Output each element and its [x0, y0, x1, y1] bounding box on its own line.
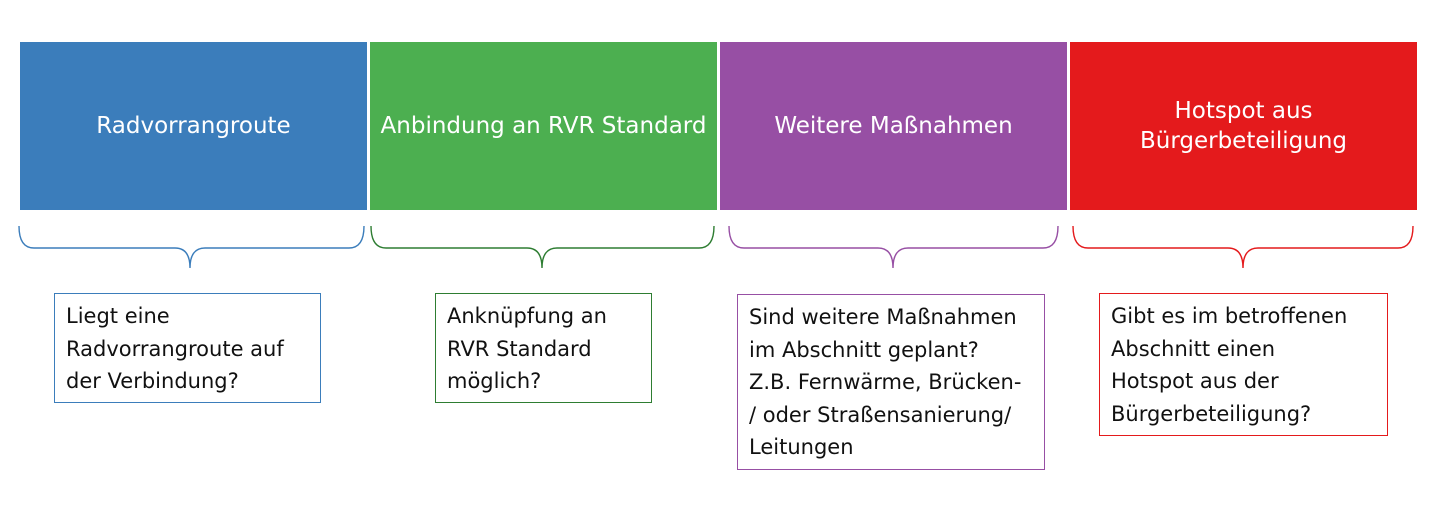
curly-brace-red — [1072, 225, 1414, 269]
header-label: Anbindung an RVR Standard — [381, 111, 707, 141]
curly-brace-purple — [728, 225, 1059, 269]
header-line: Hotspot aus — [1174, 98, 1313, 124]
description-line: Liegt eine — [66, 304, 170, 328]
header-line: Anbindung an RVR Standard — [380, 113, 707, 139]
header-box-radvorrangroute: Radvorrangroute — [20, 42, 367, 210]
description-box-hotspot: Gibt es im betroffenen Abschnitt einen H… — [1099, 293, 1388, 436]
description-line: Z.B. Fernwärme, Brücken- — [749, 370, 1022, 394]
description-line: Leitungen — [749, 435, 854, 459]
description-line: im Abschnitt geplant? — [749, 337, 979, 362]
header-line: Bürgerbeteiligung — [1139, 128, 1348, 154]
description-line: RVR Standard — [447, 336, 592, 361]
description-line: Sind weitere Maßnahmen — [749, 305, 1017, 329]
description-line: Radvorrangroute auf — [66, 336, 284, 361]
header-line: Radvorrangroute — [96, 113, 291, 139]
curly-brace-green — [370, 225, 715, 269]
header-line: Weitere Maßnahmen — [774, 113, 1013, 139]
header-box-hotspot: Hotspot aus Bürgerbeteiligung — [1070, 42, 1417, 210]
curly-brace-blue — [18, 225, 365, 269]
description-line: / oder Straßensanierung/ — [749, 402, 1012, 427]
header-label: Weitere Maßnahmen — [774, 111, 1012, 141]
header-label: Hotspot aus Bürgerbeteiligung — [1140, 96, 1347, 156]
header-label: Radvorrangroute — [96, 111, 290, 141]
description-box-anbindung: Anknüpfung an RVR Standard möglich? — [435, 293, 652, 403]
description-line: Anknüpfung an — [447, 304, 607, 328]
description-box-weitere-massnahmen: Sind weitere Maßnahmen im Abschnitt gepl… — [737, 294, 1045, 470]
header-box-anbindung: Anbindung an RVR Standard — [370, 42, 717, 210]
description-line: Bürgerbeteiligung? — [1111, 401, 1312, 426]
description-box-radvorrangroute: Liegt eine Radvorrangroute auf der Verbi… — [54, 293, 321, 403]
header-box-weitere-massnahmen: Weitere Maßnahmen — [720, 42, 1067, 210]
description-line: Abschnitt einen — [1111, 336, 1276, 361]
description-line: der Verbindung? — [66, 369, 239, 393]
description-line: möglich? — [447, 369, 542, 393]
description-line: Gibt es im betroffenen — [1111, 304, 1348, 328]
description-line: Hotspot aus der — [1111, 369, 1279, 393]
